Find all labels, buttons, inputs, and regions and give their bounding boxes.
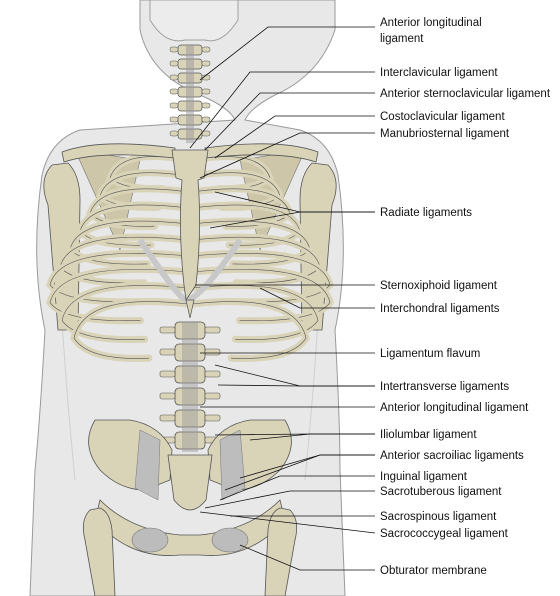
label-obturator: Obturator membrane (380, 565, 487, 577)
leader-anterior-sternoclavicular (204, 92, 375, 151)
cervical-process-right (201, 88, 211, 95)
rib-left-outline (79, 204, 189, 246)
label-inguinal: Inguinal ligament (380, 471, 468, 483)
leader-obturator (239, 544, 375, 571)
leader-interclavicular (189, 71, 375, 149)
leader-inguinal (219, 475, 375, 501)
leader-interchondral (259, 287, 375, 309)
label-sacrococcygeal: Sacrococcygeal ligament (380, 528, 509, 540)
label-interclavicular: Interclavicular ligament (380, 67, 498, 79)
lumbar-process-left (159, 392, 176, 400)
rib-right-outline (191, 236, 321, 284)
label-anterior-sternoclavicular: Anterior sternoclavicular ligament (380, 88, 551, 100)
label-anterior-sacroiliac: Anterior sacroiliac ligaments (380, 450, 524, 462)
skull (149, 0, 239, 42)
lumbar-process-left (159, 414, 176, 422)
label-sternoxiphoid: Sternoxiphoid ligament (380, 280, 498, 292)
leader-anterior-sacroiliac-2 (224, 454, 375, 491)
rib-left-outline (49, 252, 189, 303)
label-manubriosternal: Manubriosternal ligament (380, 128, 510, 140)
cervical-process-left (169, 74, 179, 81)
cervical-process-right (201, 60, 211, 67)
lumbar-process-left (159, 348, 176, 356)
cervical-process-left (169, 116, 179, 123)
cervical-process-left (169, 60, 179, 67)
leader-iliolumbar-2 (249, 433, 375, 441)
cervical-process-right (201, 102, 211, 109)
lumbar-process-left (159, 326, 176, 334)
leader-manubriosternal (199, 132, 375, 179)
label-anterior-longitudinal-upper-2: ligament (380, 33, 424, 45)
rib-left-outline (73, 301, 189, 359)
label-ligamentum-flavum: Ligamentum flavum (380, 348, 480, 360)
leader-intertransverse-2 (217, 384, 375, 387)
cervical-process-left (169, 46, 179, 53)
rib-left-outline (61, 285, 189, 340)
rib-left-outline (49, 269, 189, 322)
label-anterior-longitudinal-upper-1: Anterior longitudinal (380, 17, 482, 29)
lumbar-process-right (204, 370, 221, 378)
rib-right-outline (191, 285, 319, 340)
leader-lines (189, 26, 376, 571)
cervical-process-right (201, 116, 211, 123)
cervical-process-left (169, 102, 179, 109)
label-costoclavicular: Costoclavicular ligament (380, 111, 505, 123)
leader-costoclavicular (214, 115, 375, 159)
leader-sacrotuberous (204, 490, 375, 509)
label-intertransverse: Intertransverse ligaments (380, 381, 509, 393)
rib-cage (46, 153, 334, 362)
leader-anterior-longitudinal-upper (199, 26, 375, 81)
cervical-process-left (169, 130, 179, 137)
cervical-ligament-band (186, 45, 194, 143)
lumbar-process-left (159, 370, 176, 378)
label-sacrospinous: Sacrospinous ligament (380, 511, 497, 523)
leader-radiate-2 (209, 211, 375, 229)
cervical-process-right (201, 130, 211, 137)
label-interchondral: Interchondral ligaments (380, 303, 500, 315)
rib-left-outline (59, 236, 189, 284)
label-iliolumbar: Iliolumbar ligament (380, 429, 477, 441)
rib-right-outline (191, 204, 301, 246)
sternum (171, 149, 209, 319)
lumbar-process-right (204, 392, 221, 400)
anterior-longitudinal-band (182, 322, 198, 452)
labels: Anterior longitudinal ligament Interclav… (380, 17, 551, 577)
rib-right-outline (191, 301, 307, 359)
lumbar-process-right (204, 326, 221, 334)
label-sacrotuberous: Sacrotuberous ligament (380, 486, 502, 498)
pelvis (82, 419, 298, 596)
cervical-process-right (201, 46, 211, 53)
label-radiate: Radiate ligaments (380, 207, 472, 219)
lumbar-process-right (204, 414, 221, 422)
cervical-process-left (169, 88, 179, 95)
rib-right-outline (191, 269, 331, 322)
leader-sacrococcygeal (199, 511, 376, 534)
label-anterior-longitudinal-lower: Anterior longitudinal ligament (380, 402, 529, 414)
lumbar-process-right (204, 348, 221, 356)
cervical-spine (169, 44, 211, 143)
